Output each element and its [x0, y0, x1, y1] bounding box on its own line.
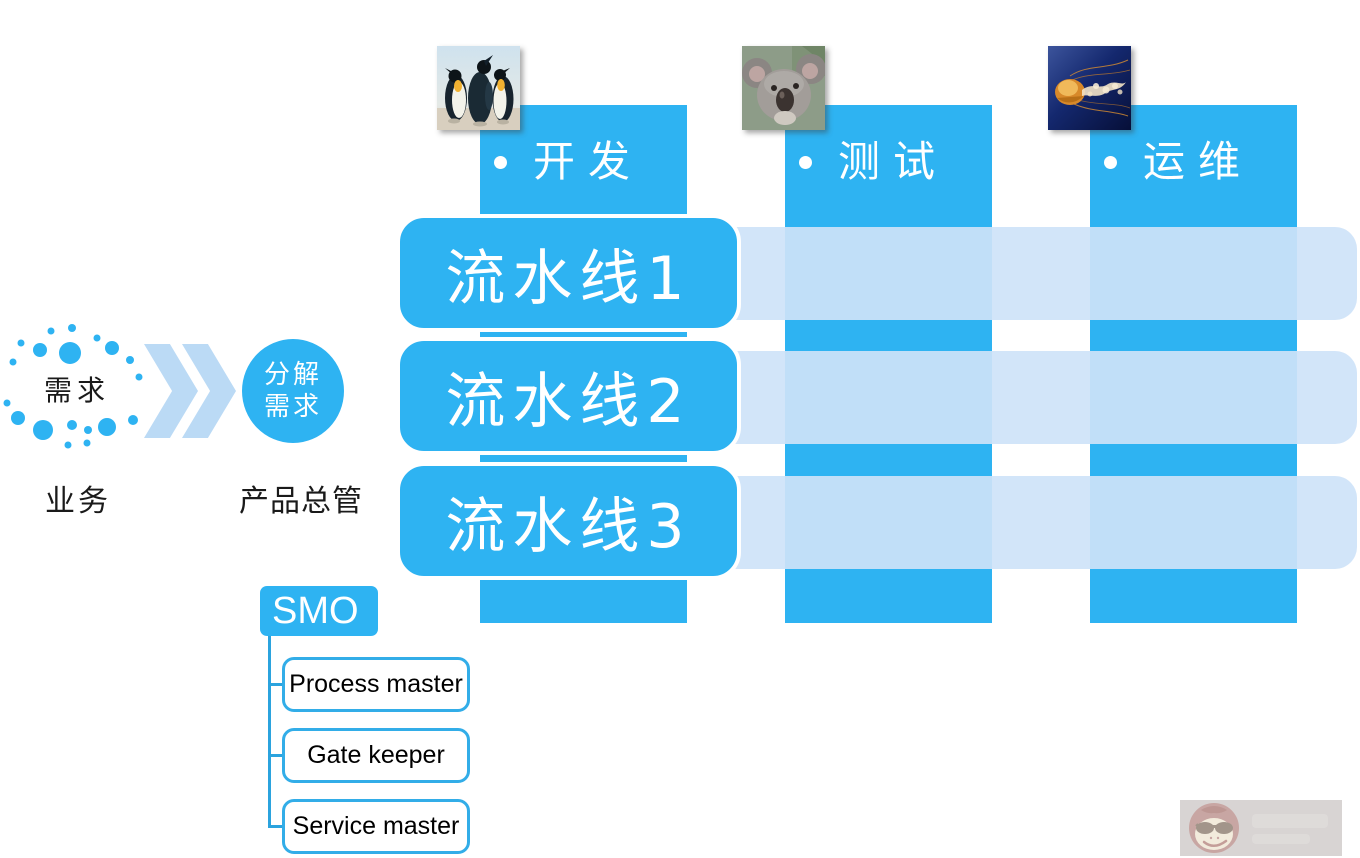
bullet-icon — [1104, 155, 1117, 169]
stage-header-ops: 运维 — [1090, 141, 1297, 183]
role-box-gate-keeper: Gate keeper — [282, 728, 470, 783]
pipeline-label-2: 流水线2 — [445, 366, 692, 437]
stage-label-test: 测试 — [838, 137, 949, 186]
role-box-process-master: Process master — [282, 657, 470, 712]
koala-photo — [742, 46, 825, 130]
smo-title-box: SMO — [260, 586, 378, 636]
penguins-image — [437, 46, 520, 130]
bullet-icon — [799, 155, 812, 169]
role-label: Gate keeper — [307, 741, 445, 769]
pipeline-label-3: 流水线3 — [445, 491, 692, 562]
product-manager-caption: 产品总管 — [239, 484, 363, 519]
koala-image — [742, 46, 825, 130]
monkey-face-watermark-icon — [1189, 803, 1239, 853]
role-label: Process master — [289, 670, 463, 698]
pipeline-box-1: 流水线1 — [396, 214, 741, 332]
chevron-right-icon — [144, 344, 198, 438]
smo-title-label: SMO — [272, 589, 359, 632]
business-caption: 业务 — [45, 484, 111, 519]
jellyfish-photo — [1048, 46, 1131, 130]
watermark-banner — [1180, 800, 1342, 856]
requirement-dots-icon — [3, 324, 143, 449]
stage-label-dev: 开发 — [533, 137, 644, 186]
decompose-line1: 分解 — [263, 360, 322, 390]
pipeline-box-2: 流水线2 — [396, 337, 741, 455]
role-label: Service master — [292, 812, 460, 840]
pipeline-label-1: 流水线1 — [445, 243, 692, 314]
pipeline-box-3: 流水线3 — [396, 462, 741, 580]
watermark-faded-text — [1252, 834, 1310, 844]
smo-tree-trunk — [268, 636, 271, 827]
watermark-faded-text — [1252, 814, 1328, 828]
role-box-service-master: Service master — [282, 799, 470, 854]
penguins-photo — [437, 46, 520, 130]
smo-tree-stub — [268, 683, 284, 686]
stage-label-ops: 运维 — [1143, 137, 1254, 186]
smo-tree-stub — [268, 754, 284, 757]
requirement-label: 需求 — [44, 374, 111, 407]
decompose-requirement-circle: 分解 需求 — [242, 339, 344, 443]
jellyfish-image — [1048, 46, 1131, 130]
bullet-icon — [494, 155, 507, 169]
stage-header-dev: 开发 — [480, 141, 687, 183]
decompose-line2: 需求 — [263, 392, 322, 422]
smo-tree-stub — [268, 825, 284, 828]
stage-header-test: 测试 — [785, 141, 992, 183]
